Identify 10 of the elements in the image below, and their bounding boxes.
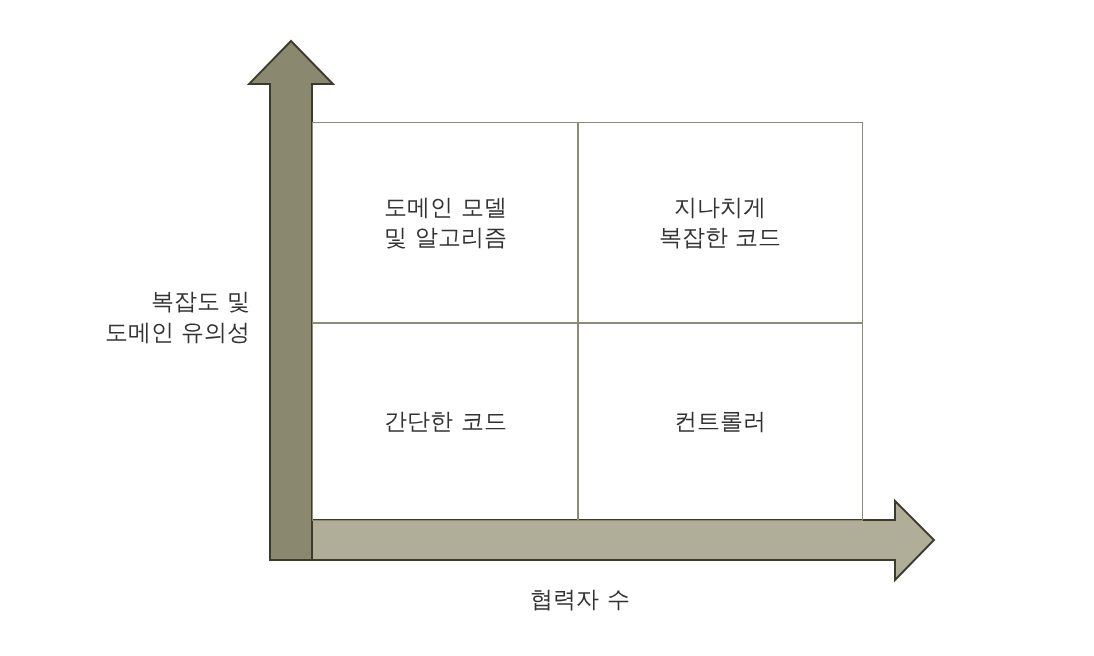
quadrant-cell bbox=[577, 122, 863, 324]
quadrant-label: 컨트롤러 bbox=[674, 406, 766, 436]
quadrant-cell bbox=[577, 322, 863, 521]
axis-label: 협력자 수 bbox=[529, 585, 631, 614]
quadrant-cell bbox=[312, 122, 579, 324]
quadrant-cell bbox=[312, 322, 579, 521]
axis-label: 복잡도 및 도메인 유의성 bbox=[103, 287, 250, 348]
quadrant-label: 도메인 모델 및 알고리즘 bbox=[383, 193, 508, 252]
quadrant-label: 간단한 코드 bbox=[384, 406, 507, 436]
quadrant-label: 지나치게 복잡한 코드 bbox=[657, 193, 783, 252]
